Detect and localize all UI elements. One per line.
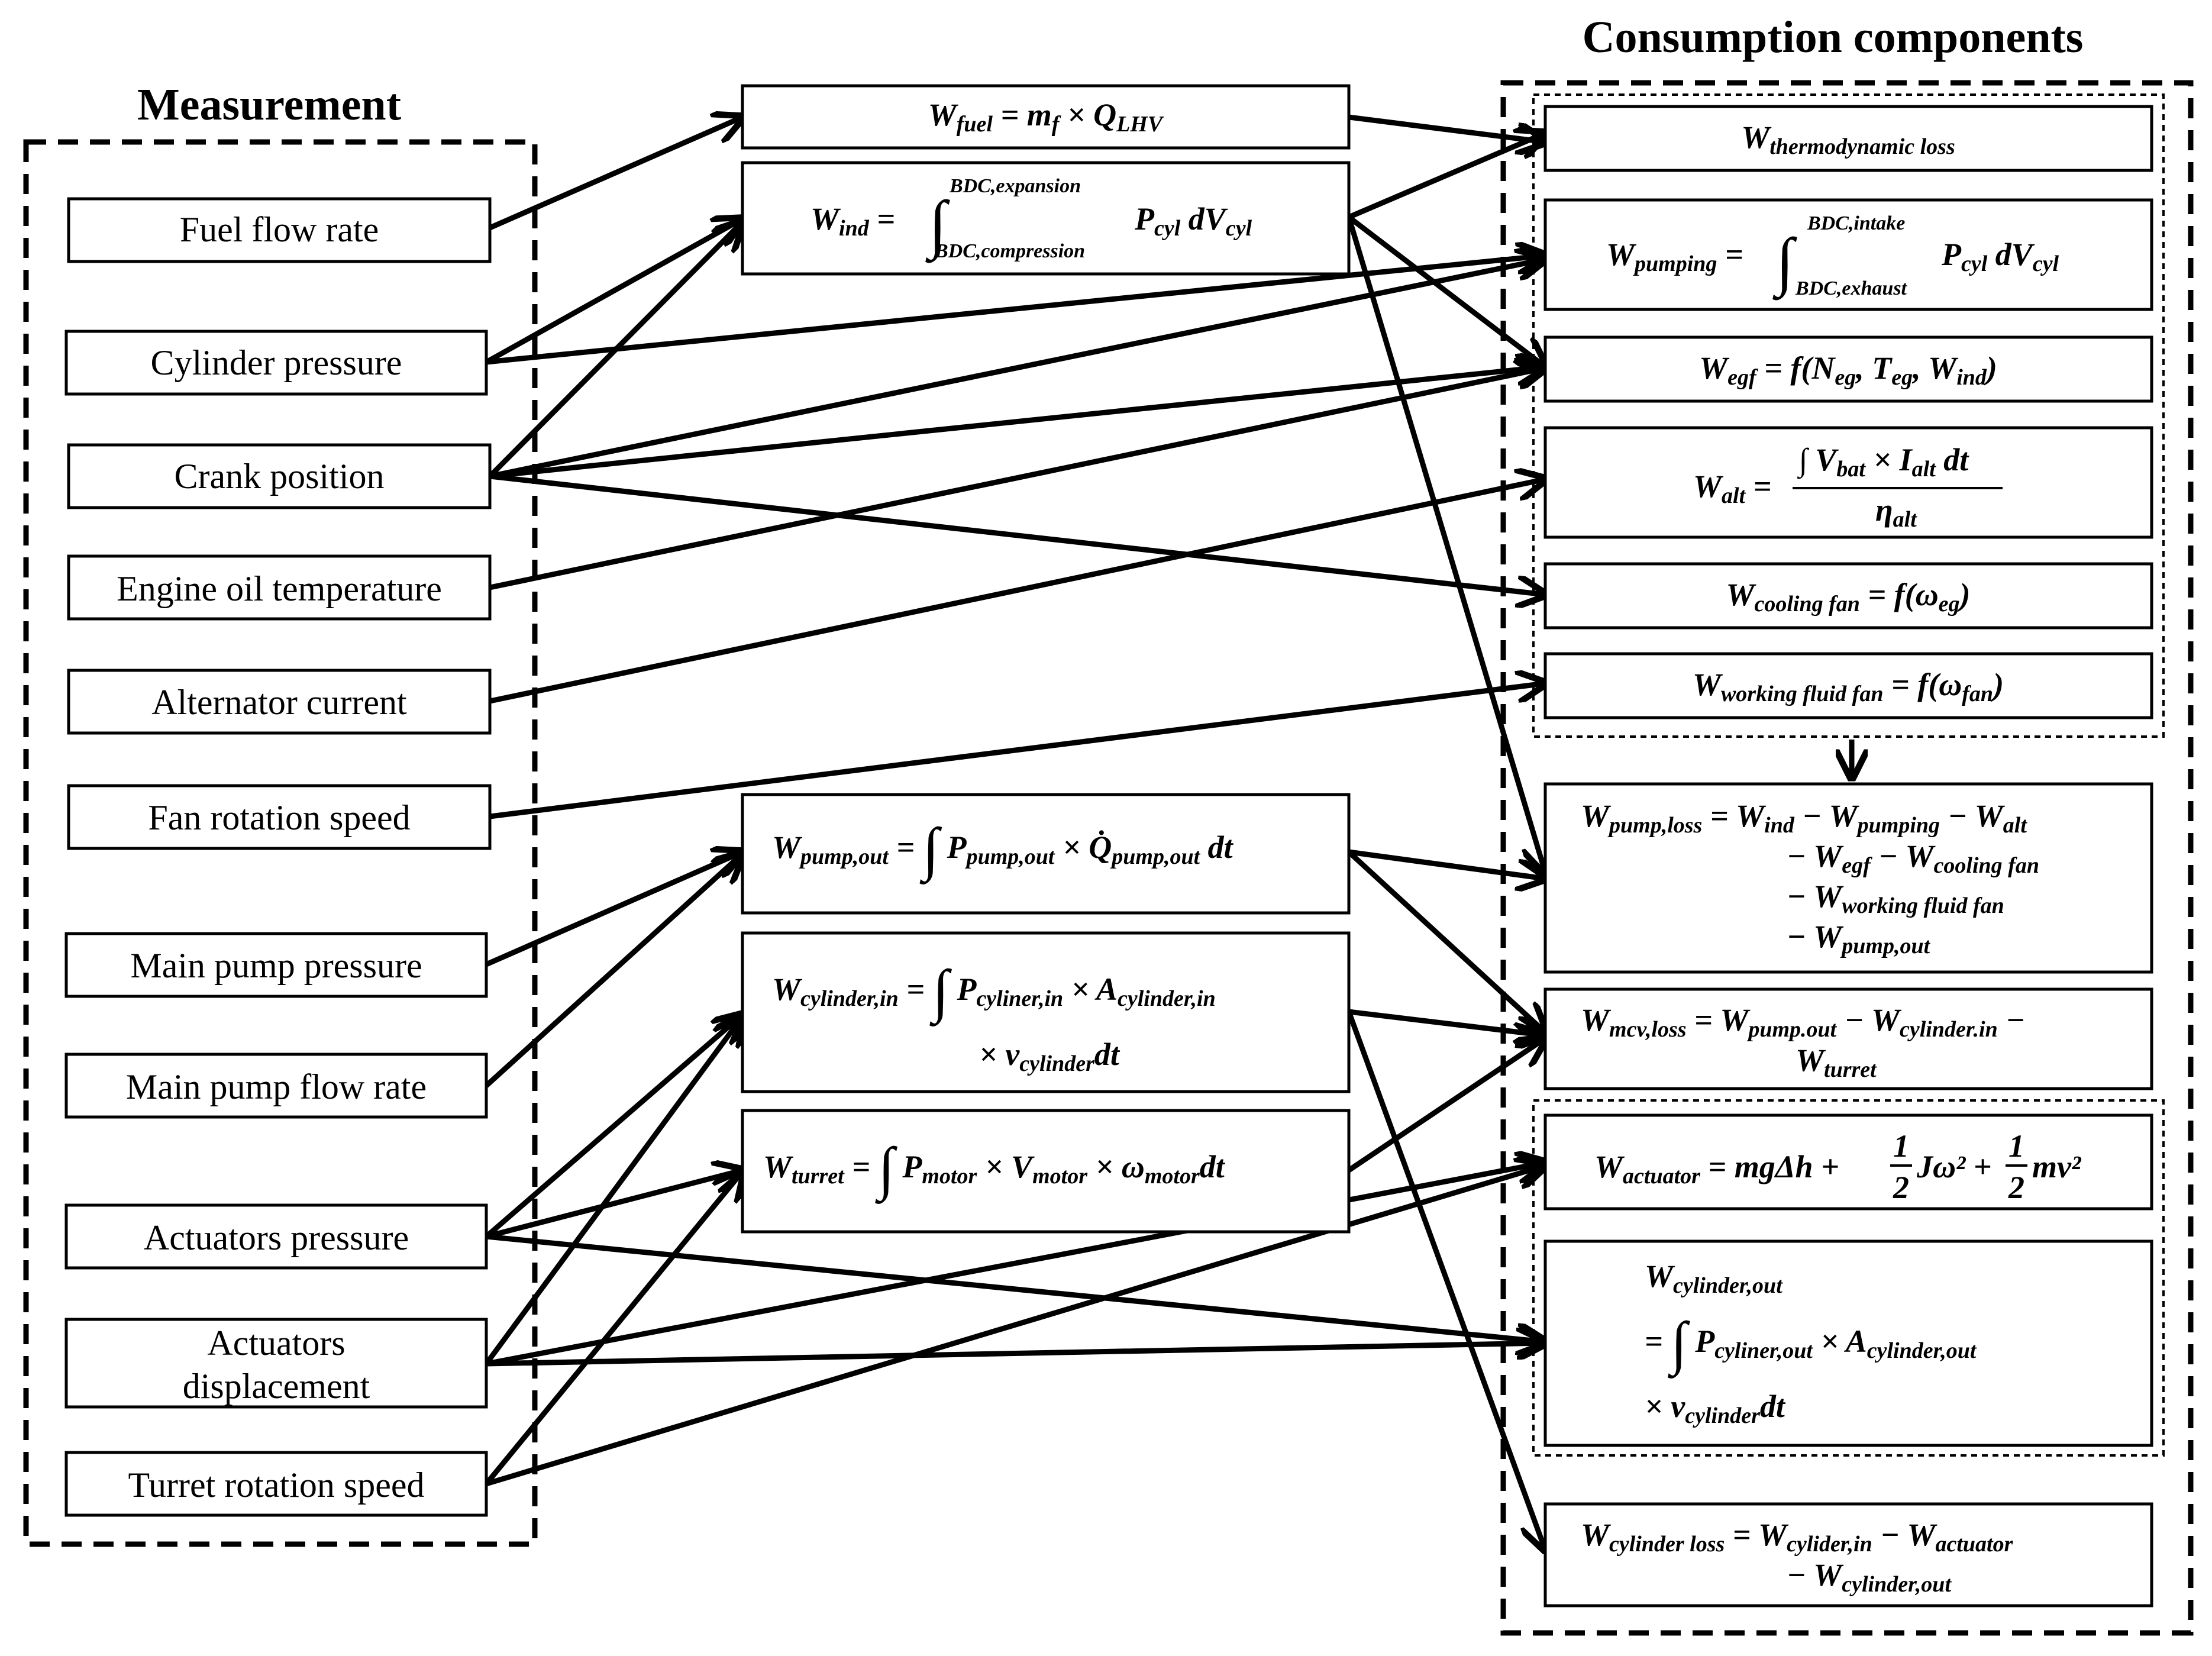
svg-text:1: 1 <box>2008 1128 2024 1164</box>
arrow-wind-to-wpumploss <box>1346 216 1545 873</box>
svg-text:Pcyl dVcyl: Pcyl dVcyl <box>1134 201 1252 241</box>
eq-w-actuator: Wactuator = mgΔh + 1 2 Jω² + 1 2 mv² <box>1543 1113 2153 1210</box>
svg-text:Walt =: Walt = <box>1693 469 1771 508</box>
arrow-wturret-to-wmcvloss <box>1347 1038 1545 1173</box>
arrow-pumppress-to-wpumpout <box>485 852 742 967</box>
svg-text:Wpumping =: Wpumping = <box>1606 237 1743 276</box>
measurement-actuators-displacement: Actuators displacement <box>64 1318 488 1409</box>
svg-text:Jω² +: Jω² + <box>1916 1149 1992 1184</box>
arrow-actpress-to-wturret <box>485 1170 742 1239</box>
arrow-crank-to-wpumping <box>489 259 1545 479</box>
measurement-crank-position: Crank position <box>67 443 492 509</box>
svg-text:× vcylinderdt: × vcylinderdt <box>1645 1389 1786 1428</box>
svg-text:2: 2 <box>2008 1170 2024 1205</box>
arrow-actpress-to-wcylin <box>485 1015 742 1239</box>
intermediate-equations: Wfuel = mf × QLHV Wind = ∫ BDC,expansion… <box>741 84 1351 1234</box>
svg-text:Turret rotation speed: Turret rotation speed <box>128 1465 424 1505</box>
eq-w-ind: Wind = ∫ BDC,expansion BDC,compression P… <box>741 161 1351 276</box>
measurement-main-pump-flow-rate: Main pump flow rate <box>64 1053 488 1119</box>
svg-text:displacement: displacement <box>183 1367 370 1406</box>
arrow-actdisp-to-wcylin <box>484 1016 742 1366</box>
measurement-fan-rotation-speed: Fan rotation speed <box>67 784 492 850</box>
arrow-wpumpout-to-wmcvloss <box>1346 850 1545 1032</box>
svg-text:∫: ∫ <box>925 188 950 263</box>
svg-text:× vcylinderdt: × vcylinderdt <box>979 1037 1120 1076</box>
arrow-wcylin-to-wcylloss <box>1346 1011 1545 1550</box>
svg-text:Main pump flow rate: Main pump flow rate <box>126 1067 427 1106</box>
measurement-boxes: Fuel flow rate Cylinder pressure Crank p… <box>64 197 492 1517</box>
svg-text:Wind =: Wind = <box>810 201 895 241</box>
measurement-title: Measurement <box>137 80 401 130</box>
svg-text:2: 2 <box>1893 1170 1909 1205</box>
eq-w-working-fluid-fan: Wworking fluid fan = f(ωfan) <box>1543 652 2153 719</box>
arrow-cylpress-to-wpumping <box>486 256 1545 365</box>
arrow-turret-to-wactuator <box>485 1166 1545 1487</box>
measurement-fuel-flow-rate: Fuel flow rate <box>67 197 492 263</box>
svg-text:BDC,exhaust: BDC,exhaust <box>1795 277 1908 299</box>
svg-text:Cylinder pressure: Cylinder pressure <box>151 343 402 382</box>
svg-text:Actuators pressure: Actuators pressure <box>144 1218 409 1257</box>
eq-w-thermodynamic-loss: Wthermodynamic loss <box>1543 105 2153 172</box>
svg-text:BDC,compression: BDC,compression <box>934 240 1085 262</box>
measurement-main-pump-pressure: Main pump pressure <box>64 932 488 998</box>
arrow-crank-to-wcoolingfan <box>489 473 1545 595</box>
eq-w-pumping: Wpumping = ∫ BDC,intake BDC,exhaust Pcyl… <box>1543 198 2153 311</box>
svg-text:1: 1 <box>1893 1128 1909 1164</box>
eq-w-pump-out: Wpump,out = ∫ Ppump,out × Q̇pump,out dt <box>741 793 1351 915</box>
measurement-actuators-pressure: Actuators pressure <box>64 1203 488 1270</box>
svg-text:Main pump pressure: Main pump pressure <box>130 946 422 985</box>
arrow-wcylin-to-wmcvloss <box>1348 1009 1545 1035</box>
eq-w-fuel: Wfuel = mf × QLHV <box>741 84 1351 150</box>
eq-w-mcv-loss: Wmcv,loss = Wpump.out − Wcylinder.in − W… <box>1543 987 2153 1090</box>
svg-text:Fan rotation speed: Fan rotation speed <box>148 798 410 837</box>
arrow-actdisp-to-wactuator <box>486 1163 1545 1367</box>
svg-text:Wegf = f(Neg, Teg, Wind): Wegf = f(Neg, Teg, Wind) <box>1699 350 1997 390</box>
eq-w-turret: Wturret = ∫ Pmotor × Vmotor × ωmotordt <box>741 1109 1351 1234</box>
arrow-wind-to-wegf <box>1347 215 1545 367</box>
measurement-engine-oil-temperature: Engine oil temperature <box>67 554 492 621</box>
svg-text:Alternator current: Alternator current <box>151 683 407 722</box>
arrow-oiltemp-to-wegf <box>489 368 1545 590</box>
eq-w-pump-loss: Wpump,loss = Wind − Wpumping − Walt − We… <box>1543 782 2153 974</box>
arrow-crank-to-wegf <box>489 367 1545 479</box>
svg-text:BDC,intake: BDC,intake <box>1807 212 1905 234</box>
arrow-wpumpout-to-wpumploss <box>1348 849 1545 879</box>
eq-w-cooling-fan: Wcooling fan = f(ωeg) <box>1543 562 2153 630</box>
svg-text:∫ Vbat × Ialt dt: ∫ Vbat × Ialt dt <box>1797 442 1969 482</box>
arrow-altcurrent-to-walt <box>489 479 1545 704</box>
arrow-wfuel-to-thermo <box>1348 114 1545 142</box>
arrow-pumpflow-to-wpumpout <box>484 854 742 1088</box>
eq-w-egf: Wegf = f(Neg, Teg, Wind) <box>1543 335 2153 403</box>
arrow-wind-to-thermo <box>1348 133 1545 220</box>
svg-text:Crank position: Crank position <box>175 457 385 496</box>
arrow-turret-to-wturret <box>484 1171 742 1486</box>
eq-w-cylinder-out: Wcylinder,out = ∫ Pcyliner,out × Acylind… <box>1543 1239 2153 1447</box>
svg-text:∫: ∫ <box>1772 225 1797 301</box>
actuator-group-frame <box>1532 1099 2165 1457</box>
eq-w-alt: Walt = ∫ Vbat × Ialt dt ηalt <box>1543 426 2153 539</box>
measurement-cylinder-pressure: Cylinder pressure <box>64 330 488 396</box>
measurement-alternator-current: Alternator current <box>67 669 492 735</box>
arrow-actpress-to-wcylout <box>486 1234 1545 1342</box>
eq-w-cylinder-loss: Wcylinder loss = Wcylider,in − Wactuator… <box>1543 1502 2153 1607</box>
consumption-title: Consumption components <box>1583 12 2084 62</box>
engine-group-frame <box>1532 93 2165 738</box>
flow-arrows <box>484 114 1852 1550</box>
arrow-cylpress-to-wind <box>485 219 742 364</box>
arrow-crank-to-wind <box>487 222 742 479</box>
measurement-turret-rotation-speed: Turret rotation speed <box>64 1451 488 1517</box>
svg-text:Pcyl dVcyl: Pcyl dVcyl <box>1941 237 2059 276</box>
svg-text:Actuators: Actuators <box>207 1323 345 1363</box>
svg-text:BDC,expansion: BDC,expansion <box>949 175 1081 197</box>
arrow-fanspeed-to-wworkingfan <box>489 683 1545 819</box>
svg-text:Fuel flow rate: Fuel flow rate <box>180 210 379 249</box>
svg-text:Engine oil temperature: Engine oil temperature <box>117 569 442 608</box>
consumption-equations: Wthermodynamic loss Wpumping = ∫ BDC,int… <box>1543 105 2153 1607</box>
arrow-fuel-to-wfuel <box>489 117 742 231</box>
svg-text:mv²: mv² <box>2032 1149 2082 1184</box>
eq-w-cylinder-in: Wcylinder,in = ∫ Pcyliner,in × Acylinder… <box>741 931 1351 1093</box>
arrow-actdisp-to-wcylout <box>486 1343 1545 1367</box>
